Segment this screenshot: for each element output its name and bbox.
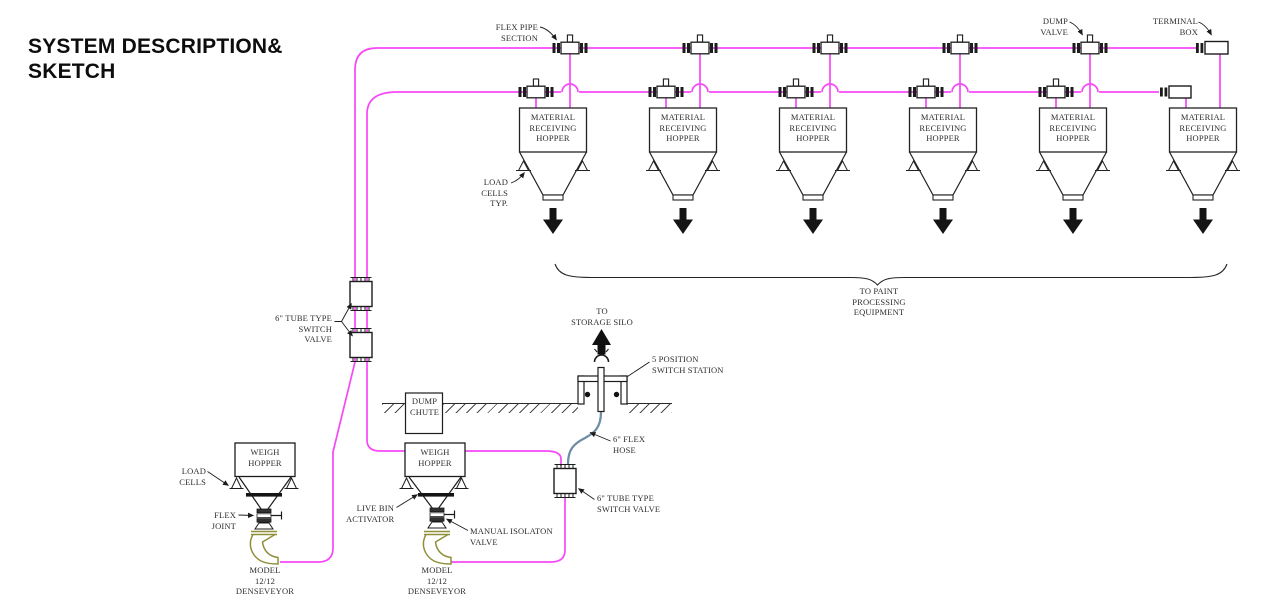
floor-hatch-left xyxy=(382,403,405,413)
weigh-hopper-center-assembly xyxy=(399,392,469,529)
terminal-box-symbol xyxy=(1196,40,1229,55)
dump-chute-box xyxy=(404,392,444,435)
leader-lines xyxy=(207,21,1212,531)
label-dump-valve: DUMP VALVE xyxy=(1040,16,1068,37)
tube-switch-valves-left xyxy=(349,276,373,363)
conveying-pipes xyxy=(280,47,1221,563)
weigh-hopper-left-assembly xyxy=(229,442,299,530)
material-receiving-hoppers xyxy=(515,107,1241,235)
paint-equipment-brace xyxy=(554,263,1228,286)
dump-valves-second-header xyxy=(517,78,1075,99)
dump-valves-top-header xyxy=(551,34,1109,55)
label-load-cells: LOAD CELLS xyxy=(179,466,206,487)
pipe-denseveyor-to-valve xyxy=(451,497,566,563)
pipe-top-header xyxy=(280,47,1196,563)
flex-hose xyxy=(566,411,603,465)
switch-station xyxy=(577,347,628,413)
denseveyor-center xyxy=(422,530,452,565)
pipe-second-drops xyxy=(535,97,1187,108)
denseveyor-left xyxy=(249,530,279,565)
floor-hatch-middle xyxy=(443,403,578,413)
tube-switch-valve-right xyxy=(553,463,577,499)
label-flex-joint: FLEX JOINT xyxy=(211,510,236,531)
hose-loop-icon xyxy=(593,354,610,363)
page-title: SYSTEM DESCRIPTION& SKETCH xyxy=(28,35,283,83)
label-terminal-box: TERMINAL BOX xyxy=(1152,16,1198,37)
label-flex-pipe-section: FLEX PIPE SECTION xyxy=(495,22,538,43)
floor-hatch-right xyxy=(627,403,672,413)
header-end-box-symbol xyxy=(1160,85,1192,99)
storage-silo-arrow-icon xyxy=(592,329,611,355)
pipe-second-header xyxy=(366,91,1159,466)
pipe-top-drops xyxy=(569,52,1221,108)
